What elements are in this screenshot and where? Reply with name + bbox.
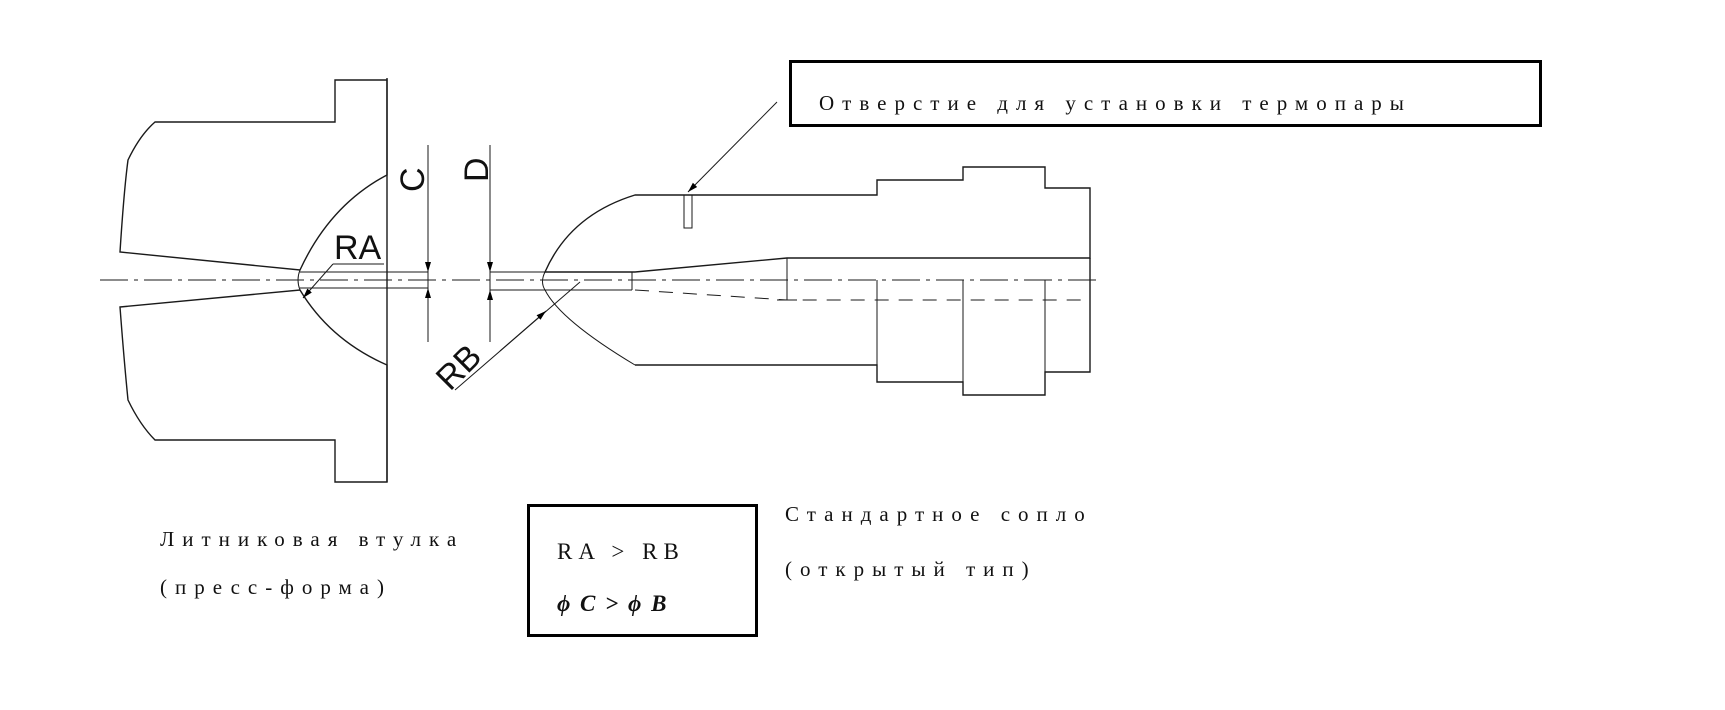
- dimension-d-label: D: [458, 157, 496, 182]
- sprue-bushing-subtitle: (пресс-форма): [160, 575, 392, 599]
- dimension-c-label: C: [394, 167, 432, 192]
- radius-rb-label: RB: [429, 337, 489, 397]
- thermocouple-hole: [683, 194, 693, 229]
- hidden-bore-line: [634, 289, 1090, 301]
- sprue-bushing-title: Литниковая втулка: [160, 527, 465, 551]
- radius-ra-label: RA: [334, 229, 382, 267]
- sprue-bushing-upper: [119, 79, 388, 271]
- condition-radius: RA > RB: [557, 539, 685, 564]
- radius-ra-leader: [302, 263, 334, 299]
- nozzle-title: Стандартное сопло: [785, 502, 1093, 526]
- thermocouple-callout-box: Отверстие для установки термопары: [789, 60, 1542, 127]
- thermocouple-leader: [687, 101, 778, 193]
- condition-diameter: ϕ C > ϕ B: [557, 591, 669, 616]
- conditions-box: RA > RB ϕ C > ϕ B: [527, 504, 758, 637]
- nozzle-tip-sphere: [542, 271, 636, 366]
- nozzle-body-lower: [635, 258, 1091, 396]
- nozzle-body-upper: [543, 166, 1091, 273]
- thermocouple-callout-text: Отверстие для установки термопары: [819, 91, 1412, 115]
- nozzle-subtitle: (открытый тип): [785, 557, 1037, 581]
- sprue-bushing-lower: [119, 289, 388, 483]
